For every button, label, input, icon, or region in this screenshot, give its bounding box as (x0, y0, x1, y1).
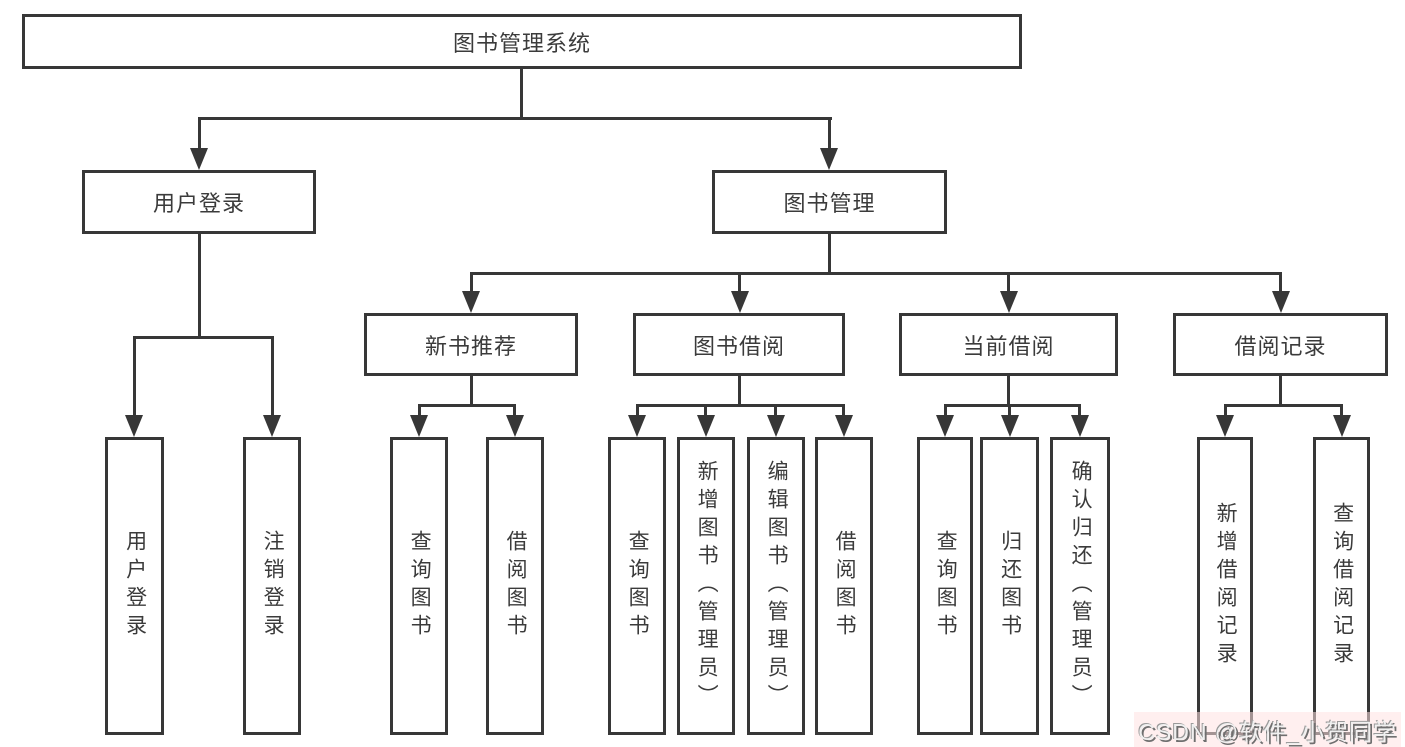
arrowhead-down (731, 291, 749, 313)
connector-line (133, 336, 136, 420)
arrowhead-down (1333, 415, 1351, 437)
arrowhead-down (835, 415, 853, 437)
connector-line (1078, 404, 1081, 420)
node-leaf-logout: 注销登录 (243, 437, 301, 735)
connector-line (198, 117, 201, 153)
node-label: 图书借阅 (692, 333, 785, 359)
arrowhead-down (190, 148, 208, 170)
connector-line (774, 404, 777, 420)
connector-line (944, 404, 947, 420)
node-leaf-borrow-books: 借阅图书 (815, 437, 873, 735)
connector-line (828, 117, 831, 153)
arrowhead-down (263, 415, 281, 437)
connector-line (1340, 404, 1343, 420)
node-leaf-add-borrow-record: 新增借阅记录 (1197, 437, 1253, 735)
arrowhead-down (1000, 291, 1018, 313)
connector-line (198, 234, 201, 336)
node-label: 图书管理 (783, 191, 876, 216)
connector-line (198, 117, 832, 120)
connector-line (133, 336, 274, 339)
node-leaf-confirm-return-admin: 确认归还（管理员） (1050, 437, 1110, 735)
node-label: 查询借阅记录 (1330, 502, 1354, 670)
connector-line (271, 336, 274, 420)
node-book-borrowing: 图书借阅 (633, 313, 845, 376)
node-library-system: 图书管理系统 (22, 14, 1022, 69)
node-leaf-add-books-admin: 新增图书（管理员） (677, 437, 735, 735)
connector-line (828, 234, 831, 275)
node-label: 用户登录 (123, 530, 147, 642)
watermark: CSDN @软件_小贺同学 (1134, 712, 1401, 747)
connector-line (842, 404, 845, 420)
arrowhead-down (1272, 291, 1290, 313)
connector-line (738, 376, 741, 406)
node-label: 借阅记录 (1234, 333, 1327, 359)
node-book-management: 图书管理 (712, 170, 947, 234)
arrowhead-down (820, 148, 838, 170)
node-user-login: 用户登录 (82, 170, 316, 234)
connector-line (636, 404, 639, 420)
connector-line (470, 272, 473, 296)
node-leaf-query-books-borrowing: 查询图书 (608, 437, 666, 735)
arrowhead-down (1216, 415, 1234, 437)
arrowhead-down (767, 415, 785, 437)
node-label: 新书推荐 (424, 333, 517, 359)
node-new-book-recommend: 新书推荐 (364, 313, 578, 376)
node-label: 新增借阅记录 (1214, 502, 1238, 670)
node-label: 确认归还（管理员） (1069, 460, 1093, 712)
node-label: 新增图书（管理员） (695, 460, 719, 712)
node-leaf-query-books-recommend: 查询图书 (390, 437, 448, 735)
node-leaf-edit-books-admin: 编辑图书（管理员） (747, 437, 805, 735)
arrowhead-down (936, 415, 954, 437)
connector-line (944, 404, 1081, 407)
connector-line (513, 404, 516, 420)
connector-line (418, 404, 516, 407)
arrowhead-down (410, 415, 428, 437)
node-leaf-user-login: 用户登录 (105, 437, 164, 735)
connector-line (520, 68, 523, 118)
node-label: 图书管理系统 (452, 30, 591, 56)
connector-line (418, 404, 421, 420)
arrowhead-down (506, 415, 524, 437)
node-label: 归还图书 (998, 530, 1022, 642)
node-leaf-borrow-books-recommend: 借阅图书 (486, 437, 544, 735)
arrowhead-down (628, 415, 646, 437)
arrowhead-down (1001, 415, 1019, 437)
node-leaf-query-borrow-record: 查询借阅记录 (1313, 437, 1370, 735)
connector-line (1008, 404, 1011, 420)
node-label: 查询图书 (626, 530, 650, 642)
node-borrowing-records: 借阅记录 (1173, 313, 1388, 376)
arrowhead-down (462, 291, 480, 313)
connector-line (1007, 272, 1010, 296)
connector-line (470, 272, 1281, 275)
connector-line (1224, 404, 1342, 407)
connector-line (470, 376, 473, 406)
node-leaf-query-books-current: 查询图书 (917, 437, 973, 735)
arrowhead-down (1071, 415, 1089, 437)
connector-line (738, 272, 741, 296)
connector-line (1007, 376, 1010, 406)
node-label: 注销登录 (261, 530, 285, 642)
node-label: 当前借阅 (962, 333, 1055, 359)
arrowhead-down (697, 415, 715, 437)
connector-line (704, 404, 707, 420)
node-current-borrowing: 当前借阅 (899, 313, 1118, 376)
node-label: 借阅图书 (833, 530, 857, 642)
node-label: 用户登录 (152, 191, 245, 216)
connector-line (636, 404, 845, 407)
arrowhead-down (125, 415, 143, 437)
connector-line (1279, 376, 1282, 406)
node-label: 查询图书 (934, 530, 958, 642)
node-label: 借阅图书 (504, 530, 528, 642)
connector-line (1224, 404, 1227, 420)
node-leaf-return-books: 归还图书 (980, 437, 1039, 735)
node-label: 查询图书 (408, 530, 432, 642)
node-label: 编辑图书（管理员） (765, 460, 789, 712)
connector-line (1279, 272, 1282, 296)
